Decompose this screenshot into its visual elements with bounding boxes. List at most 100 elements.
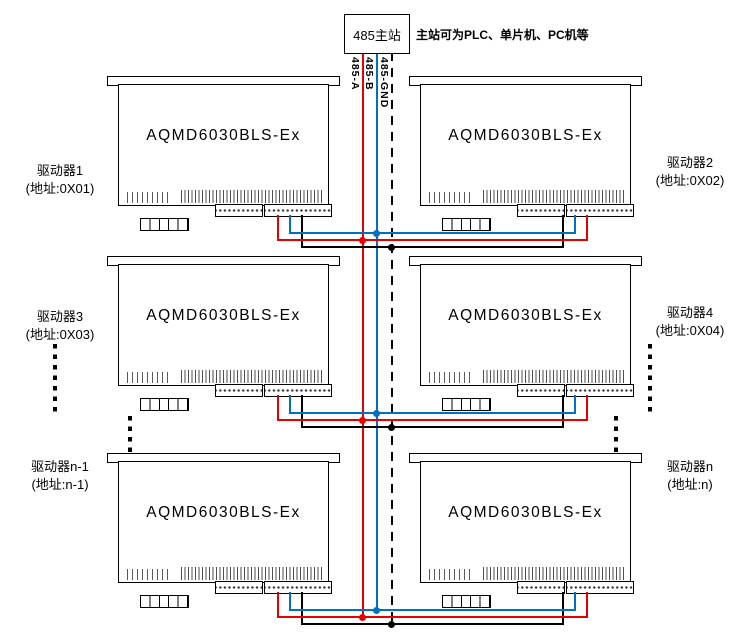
wire-485b-stub-right-3	[574, 592, 576, 611]
wire-485b-stub-left-3	[289, 592, 291, 611]
wire-gnd-stub-left-3	[301, 592, 303, 625]
driver-unit-n: AQMD6030BLS-Ex	[409, 453, 642, 608]
wire-485a-stub-right-1	[586, 215, 588, 241]
driver-address: (地址:n-1)	[31, 477, 89, 492]
driver-model-label: AQMD6030BLS-Ex	[448, 504, 603, 521]
driver-body: AQMD6030BLS-Ex	[420, 461, 631, 583]
wire-485a-stub-right-2	[586, 395, 588, 421]
junction-485a-2	[359, 417, 366, 424]
junction-485b-1	[373, 230, 380, 237]
driver-unit-n-1: AQMD6030BLS-Ex	[107, 453, 340, 608]
pin-labels	[483, 190, 626, 203]
driver-n-label: 驱动器n (地址:n)	[634, 458, 746, 494]
wire-485a-stub-left-3	[277, 592, 279, 618]
wire-gnd-row-2	[302, 426, 563, 428]
aux-connector	[140, 218, 189, 231]
driver-model-label: AQMD6030BLS-Ex	[448, 127, 603, 144]
driver-name: 驱动器3	[36, 309, 84, 324]
wire-485b-stub-right-1	[574, 215, 576, 234]
bus-485a-line	[362, 52, 364, 618]
pin-labels-left	[127, 192, 171, 203]
driver-model-label: AQMD6030BLS-Ex	[146, 307, 301, 324]
driver-address: (地址:0X04)	[655, 323, 725, 338]
junction-485a-1	[359, 237, 366, 244]
driver-address: (地址:n)	[667, 477, 713, 492]
wire-485b-stub-left-1	[289, 215, 291, 234]
driver-3-label: 驱动器3 (地址:0X03)	[4, 308, 116, 344]
junction-485b-2	[373, 410, 380, 417]
terminal-strip-large	[264, 204, 332, 217]
junction-gnd-3	[388, 621, 395, 628]
wire-485a-stub-left-2	[277, 395, 279, 421]
pin-labels	[181, 370, 324, 383]
wire-485a-row-2	[278, 419, 587, 421]
driver-n-1-label: 驱动器n-1 (地址:n-1)	[4, 458, 116, 494]
bus-485b-label: 485-B	[363, 57, 375, 91]
driver-1-label: 驱动器1 (地址:0X01)	[4, 162, 116, 198]
wire-485b-row-2	[290, 412, 575, 414]
terminal-strip-small	[517, 204, 565, 217]
junction-gnd-1	[388, 244, 395, 251]
driver-unit-1: AQMD6030BLS-Ex	[107, 76, 340, 231]
bus-gnd-label: 485-GND	[378, 57, 390, 109]
driver-model-label: AQMD6030BLS-Ex	[448, 307, 603, 324]
aux-connector	[140, 398, 189, 411]
master-station-note: 主站可为PLC、单片机、PC机等	[416, 28, 589, 42]
bus-485b-line	[376, 52, 378, 612]
terminal-strip-small	[215, 204, 263, 217]
ellipsis-left-inner	[128, 416, 132, 452]
ellipsis-right-inner	[614, 416, 618, 452]
junction-485a-3	[359, 614, 366, 621]
pin-labels-left	[429, 569, 473, 580]
aux-connector	[442, 595, 491, 608]
aux-connector	[442, 398, 491, 411]
driver-body: AQMD6030BLS-Ex	[420, 264, 631, 386]
junction-485b-3	[373, 607, 380, 614]
wire-485a-stub-left-1	[277, 215, 279, 241]
aux-connector	[442, 218, 491, 231]
terminal-strip-small	[215, 384, 263, 397]
wire-gnd-stub-right-1	[562, 215, 564, 248]
terminal-strip-large	[566, 384, 634, 397]
driver-unit-3: AQMD6030BLS-Ex	[107, 256, 340, 411]
terminal-strip-large	[566, 204, 634, 217]
pin-labels	[483, 370, 626, 383]
driver-model-label: AQMD6030BLS-Ex	[146, 127, 301, 144]
driver-body: AQMD6030BLS-Ex	[118, 461, 329, 583]
pin-labels	[483, 567, 626, 580]
terminal-strip-small	[517, 384, 565, 397]
wire-485b-row-3	[290, 609, 575, 611]
driver-body: AQMD6030BLS-Ex	[118, 84, 329, 206]
driver-name: 驱动器4	[666, 305, 714, 320]
terminal-strip-small	[215, 581, 263, 594]
master-station-box: 485主站	[344, 14, 410, 54]
wire-485b-stub-left-2	[289, 395, 291, 414]
driver-unit-2: AQMD6030BLS-Ex	[409, 76, 642, 231]
driver-name: 驱动器n	[666, 459, 714, 474]
driver-name: 驱动器n-1	[31, 459, 89, 474]
driver-address: (地址:0X03)	[25, 327, 95, 342]
bus-485a-label: 485-A	[349, 57, 361, 91]
wire-485b-stub-right-2	[574, 395, 576, 414]
pin-labels-left	[429, 372, 473, 383]
wire-gnd-stub-left-1	[301, 215, 303, 248]
pin-labels	[181, 567, 324, 580]
terminal-strip-large	[566, 581, 634, 594]
pin-labels-left	[127, 569, 171, 580]
terminal-strip-small	[517, 581, 565, 594]
wire-gnd-row-3	[302, 623, 563, 625]
wire-gnd-stub-right-2	[562, 395, 564, 428]
terminal-strip-large	[264, 384, 332, 397]
aux-connector	[140, 595, 189, 608]
ellipsis-left-outer	[53, 344, 57, 412]
pin-labels-left	[429, 192, 473, 203]
terminal-strip-large	[264, 581, 332, 594]
wire-gnd-stub-left-2	[301, 395, 303, 428]
wire-485a-stub-right-3	[586, 592, 588, 618]
driver-address: (地址:0X02)	[655, 173, 725, 188]
pin-labels	[181, 190, 324, 203]
driver-body: AQMD6030BLS-Ex	[420, 84, 631, 206]
wire-485a-row-1	[278, 239, 587, 241]
bus-gnd-line	[391, 52, 393, 626]
